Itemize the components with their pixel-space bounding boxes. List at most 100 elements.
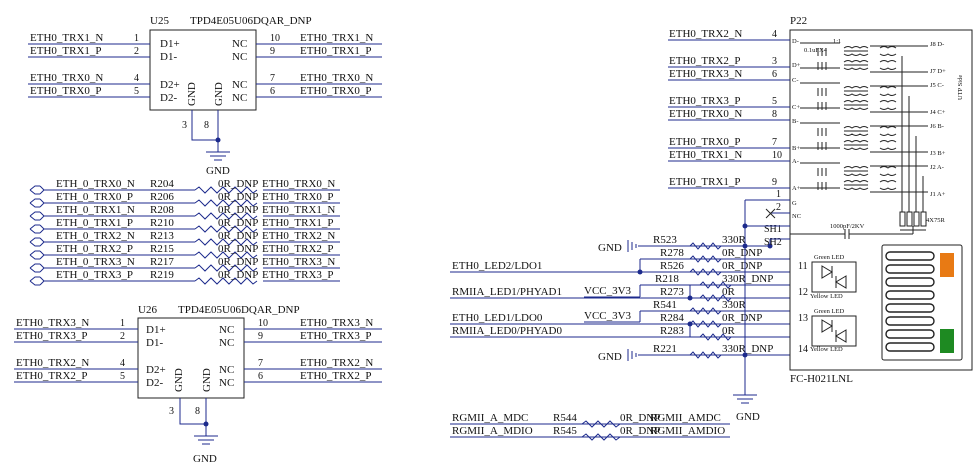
u25-net-l1: ETH0_TRX1_P [30,45,102,57]
u25-num-1: 1 [134,33,139,44]
resistor-zigzag [194,212,258,220]
offpage-connector [29,276,45,286]
yellow-led-label-1: Yellow LED [810,293,843,300]
p22-utp-side: UTP Side [957,75,964,100]
u26-pin-nc1: NC [219,324,234,336]
u26-num-8: 8 [195,406,200,417]
rbank-ref: R208 [150,204,174,216]
rbank-net-left: ETH_0_TRX3_N [56,256,135,268]
u26-num-6: 6 [258,371,263,382]
u26-net-l0: ETH0_TRX3_N [16,317,89,329]
mdc-net-right: RGMII_AMDC [650,412,721,424]
u26-body [137,317,245,399]
rbank-net-right: ETH0_TRX0_N [262,178,335,190]
r221-ref: R221 [653,343,677,355]
r273-value: 0R [722,286,736,298]
u25-pin-nc3: NC [232,79,247,91]
p22-pin-a+: A+ [792,185,801,192]
p22-jack-j3: J3 B+ [930,150,946,157]
u25-gnd-symbol [206,151,230,161]
p22-num-12: 12 [798,287,808,298]
net-led2: ETH0_LED2/LDO1 [452,260,542,272]
resistor-zigzag [194,199,258,207]
u25-body [149,29,257,111]
u25-num-7: 7 [270,73,275,84]
rbank-value: 0R_DNP [218,243,258,255]
p22-pin-b-: B- [792,118,799,125]
r544-zigzag [581,420,621,428]
p22-pin-b+: B+ [792,145,800,152]
u26-net-r3: ETH0_TRX2_P [300,370,372,382]
r218-value: 330R_DNP [722,273,773,285]
p22-pin-sh2: SH2 [764,237,782,248]
u25-pin-d1p: D1+ [160,38,180,50]
u25-net-l0: ETH0_TRX1_N [30,32,103,44]
u26-net-l3: ETH0_TRX2_P [16,370,88,382]
rbank-net-right: ETH0_TRX1_N [262,204,335,216]
p22-part: FC-H021LNL [790,373,853,385]
u25-pin-nc1: NC [232,38,247,50]
rbank-value: 0R_DNP [218,230,258,242]
rbank-net-right: ETH0_TRX2_P [262,243,334,255]
net-led0-phyad0: RMIIA_LED0/PHYAD0 [452,325,563,337]
rbank-ref: R219 [150,269,174,281]
u25-num-8: 8 [204,120,209,131]
p22-num-11: 11 [798,261,808,272]
r284-value: 0R_DNP [722,312,762,324]
p22-ratio-label: 1:1 [833,38,841,45]
u25-pin-nc4: NC [232,92,247,104]
u26-pin-nc4: NC [219,377,234,389]
p22-pin-c+: C+ [792,104,800,111]
rbank-ref: R204 [150,178,174,190]
r523-ref: R523 [653,234,677,246]
led-pair-1 [811,261,857,293]
p22-num-2: 2 [776,202,781,213]
p22-pin-sh1: SH1 [764,224,782,235]
u26-gnd-label: GND [193,453,217,465]
u26-pin-nc2: NC [219,337,234,349]
u26-num-5: 5 [120,371,125,382]
mdio-net-right: RGMII_AMDIO [650,425,725,437]
resistor-zigzag [194,225,258,233]
p22-pin-nc: NC [792,213,801,220]
r526-ref: R526 [660,260,684,272]
r541-ref: R541 [653,299,677,311]
rbank-net-right: ETH0_TRX3_P [262,269,334,281]
u26-ref: U26 [138,304,157,316]
p22-net-label: ETH0_TRX2_N [669,28,742,40]
u26-pin-nc3: NC [219,364,234,376]
u25-num-10: 10 [270,33,280,44]
offpage-connector [29,250,45,260]
p22-pin-num: 8 [772,109,777,120]
u26-chip: U26 TPD4E05U06DQAR_DNP D1+ D1- D2+ D2- N… [14,304,382,465]
offpage-connector [29,237,45,247]
rj45-led-green [940,329,954,353]
u25-num-3: 3 [182,120,187,131]
u25-chip: U25 TPD4E05U06DQAR_DNP D1+ D1- D2+ D2- N… [28,15,382,177]
u25-num-6: 6 [270,86,275,97]
p22-pin-num: 6 [772,69,777,80]
resistor-zigzag [194,186,258,194]
p22-body [789,29,973,371]
r278-ref: R278 [660,247,684,259]
u25-net-r2: ETH0_TRX0_N [300,72,373,84]
mdc-net-left: RGMII_A_MDC [452,412,528,424]
r278-value: 0R_DNP [722,247,762,259]
u26-num-9: 9 [258,331,263,342]
led-gnd-bottom: GND [598,351,622,363]
u26-num-3: 3 [169,406,174,417]
rbank-net-left: ETH_0_TRX3_P [56,269,133,281]
u26-num-10: 10 [258,318,268,329]
u26-num-4: 4 [120,358,125,369]
u26-pin-d1p: D1+ [146,324,166,336]
p22-pin-c-: C- [792,77,799,84]
p22-pin-a-: A- [792,158,799,165]
u26-pin-d1n: D1- [146,337,163,349]
resistor-zigzag [194,251,258,259]
u25-net-r3: ETH0_TRX0_P [300,85,372,97]
p22-jack-j4: J4 C+ [930,109,946,116]
u26-pin-d2n: D2- [146,377,163,389]
rail-gnd-label: GND [736,411,760,423]
p22-ref: P22 [790,15,807,27]
